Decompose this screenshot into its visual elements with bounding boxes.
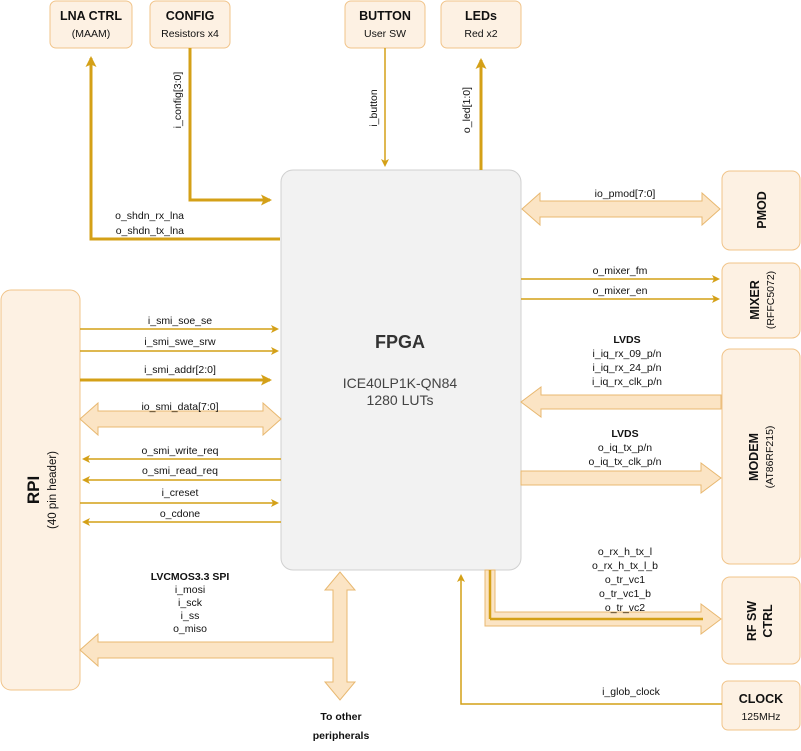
smi-signal-6: o_smi_read_req — [142, 465, 218, 477]
modem-sub: (AT86RF215) — [764, 426, 776, 489]
fpga-part: ICE40LP1K-QN84 — [343, 375, 458, 391]
other-peripherals-line-2: peripherals — [313, 730, 370, 742]
o-shdn-rx-lna-label: o_shdn_rx_lna — [115, 210, 184, 222]
spi-bus: LVCMOS3.3 SPI i_mosi i_sck i_ss o_miso T… — [79, 571, 370, 742]
rf-sw-title-1: RF SW — [745, 601, 759, 641]
pmod-title: PMOD — [755, 191, 769, 229]
tx-signal-1: o_iq_tx_p/n — [598, 442, 652, 454]
fpga-title: FPGA — [375, 332, 425, 352]
smi-signal-7: i_creset — [162, 487, 199, 499]
pmod-bus: io_pmod[7:0] — [521, 188, 721, 227]
config-sub: Resistors x4 — [161, 28, 219, 40]
smi-signal-1: i_smi_soe_se — [148, 315, 212, 327]
smi-signal-5: o_smi_write_req — [141, 445, 218, 457]
spi-signal-4: o_miso — [173, 623, 207, 635]
i-button-label: i_button — [368, 89, 380, 127]
button-sub: User SW — [364, 28, 406, 40]
clock-block: CLOCK 125MHz — [721, 680, 801, 731]
i-config-label: i_config[3:0] — [172, 72, 184, 129]
lna-connection: o_shdn_rx_lna o_shdn_tx_lna — [85, 56, 280, 241]
rpi-block: RPI (40 pin header) — [0, 289, 81, 691]
lna-ctrl-block: LNA CTRL (MAAM) — [49, 0, 133, 49]
modem-rx-bus: LVDS i_iq_rx_09_p/n i_iq_rx_24_p/n i_iq_… — [520, 334, 722, 418]
other-peripherals-line-1: To other — [320, 711, 361, 723]
spi-signal-3: i_ss — [181, 610, 200, 622]
rf-signal-3: o_tr_vc1 — [605, 574, 645, 586]
tx-signal-2: o_iq_tx_clk_p/n — [589, 456, 662, 468]
rf-sw-title-2: CTRL — [761, 604, 775, 638]
rf-signal-1: o_rx_h_tx_l — [598, 546, 652, 558]
config-block: CONFIG Resistors x4 — [149, 0, 231, 49]
lna-ctrl-sub: (MAAM) — [72, 28, 111, 40]
o-mixer-fm-label: o_mixer_fm — [593, 265, 648, 277]
smi-signal-2: i_smi_swe_srw — [144, 336, 216, 348]
i-glob-clock-label: i_glob_clock — [602, 686, 661, 698]
o-mixer-en-label: o_mixer_en — [593, 285, 648, 297]
leds-block: LEDs Red x2 — [440, 0, 522, 49]
leds-sub: Red x2 — [464, 28, 497, 40]
mixer-block: MIXER (RFFC5072) — [721, 262, 801, 339]
config-connection: i_config[3:0] — [172, 48, 272, 206]
pmod-block: PMOD — [721, 170, 801, 251]
mixer-connections: o_mixer_fm o_mixer_en — [521, 265, 720, 303]
rpi-title: RPI — [24, 476, 43, 504]
tx-lvds-label: LVDS — [611, 428, 638, 440]
rx-signal-1: i_iq_rx_09_p/n — [593, 348, 662, 360]
smi-connections: i_smi_soe_se i_smi_swe_srw i_smi_addr[2:… — [79, 315, 282, 526]
rf-signal-2: o_rx_h_tx_l_b — [592, 560, 658, 572]
o-led-label: o_led[1:0] — [461, 87, 473, 133]
led-connection: o_led[1:0] — [461, 58, 487, 170]
fpga-block: FPGA ICE40LP1K-QN84 1280 LUTs — [280, 169, 522, 571]
modem-title: MODEM — [747, 433, 761, 481]
spi-signal-1: i_mosi — [175, 584, 205, 596]
button-title: BUTTON — [359, 9, 411, 23]
rx-signal-3: i_iq_rx_clk_p/n — [592, 376, 662, 388]
io-pmod-label: io_pmod[7:0] — [595, 188, 656, 200]
clock-connection: i_glob_clock — [457, 574, 722, 705]
modem-block: MODEM (AT86RF215) — [721, 348, 801, 565]
button-block: BUTTON User SW — [344, 0, 426, 49]
leds-title: LEDs — [465, 9, 497, 23]
config-title: CONFIG — [166, 9, 215, 23]
clock-title: CLOCK — [739, 692, 783, 706]
rx-signal-2: i_iq_rx_24_p/n — [593, 362, 662, 374]
modem-tx-bus: LVDS o_iq_tx_p/n o_iq_tx_clk_p/n — [520, 428, 722, 494]
smi-signal-3: i_smi_addr[2:0] — [144, 364, 216, 376]
mixer-sub: (RFFC5072) — [765, 271, 777, 329]
spi-title: LVCMOS3.3 SPI — [151, 571, 230, 583]
smi-signal-4: io_smi_data[7:0] — [141, 401, 218, 413]
lna-ctrl-title: LNA CTRL — [60, 9, 122, 23]
fpga-luts: 1280 LUTs — [367, 392, 434, 408]
clock-sub: 125MHz — [741, 711, 780, 723]
rf-signal-4: o_tr_vc1_b — [599, 588, 651, 600]
rf-sw-ctrl-block: RF SW CTRL — [721, 576, 801, 665]
rpi-sub: (40 pin header) — [47, 451, 59, 529]
spi-signal-2: i_sck — [178, 597, 203, 609]
rf-sw-bus: o_rx_h_tx_l o_rx_h_tx_l_b o_tr_vc1 o_tr_… — [484, 546, 722, 635]
o-shdn-tx-lna-label: o_shdn_tx_lna — [116, 225, 184, 237]
rf-signal-5: o_tr_vc2 — [605, 602, 645, 614]
mixer-title: MIXER — [748, 280, 762, 320]
rx-lvds-label: LVDS — [613, 334, 640, 346]
smi-signal-8: o_cdone — [160, 508, 200, 520]
button-connection: i_button — [368, 48, 389, 167]
